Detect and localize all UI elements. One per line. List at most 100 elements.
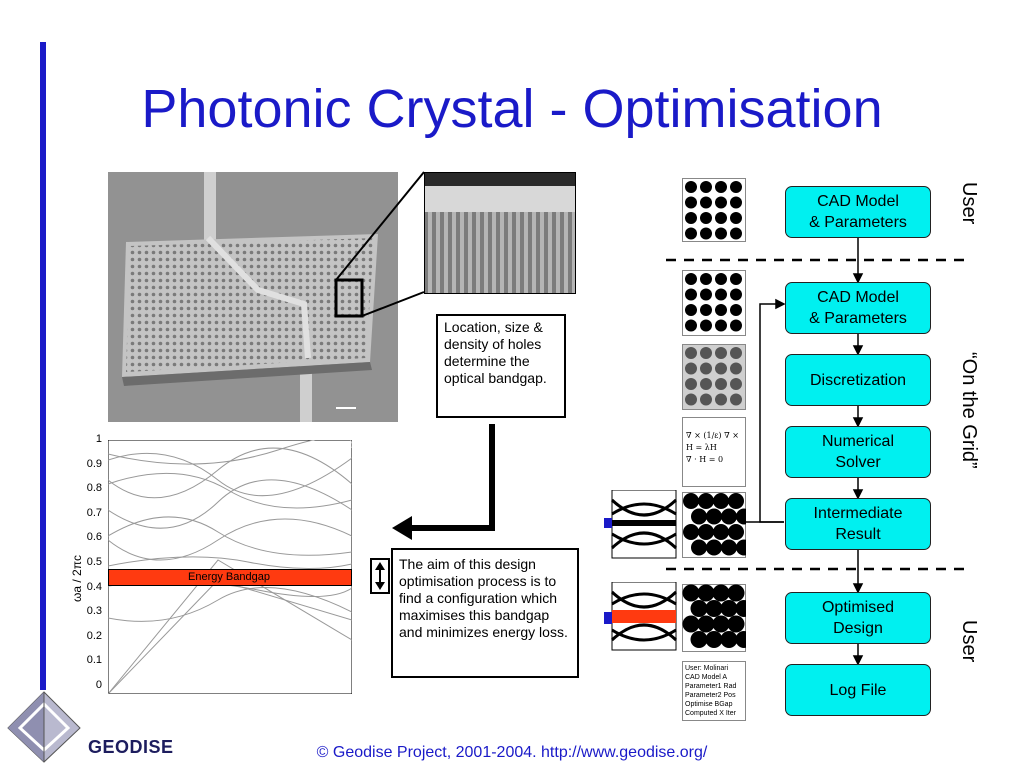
- y-tick-label: 1: [95, 433, 102, 445]
- log-line: Computed X Iter: [685, 710, 736, 717]
- lattice-hole: [720, 631, 738, 648]
- lattice-hole: [683, 493, 699, 509]
- lattice-hole: [730, 347, 742, 359]
- discretized-mesh-thumbnail: [682, 344, 746, 410]
- lattice-hole: [715, 304, 727, 316]
- lattice-hole: [730, 304, 742, 316]
- lattice-hole: [721, 508, 737, 525]
- left-accent-bar: [40, 42, 46, 690]
- equation-line-1: ∇ × (1/ε) ∇ × H = λH: [686, 431, 739, 452]
- footer-copyright-link[interactable]: © Geodise Project, 2001-2004. http://www…: [316, 744, 708, 761]
- lattice-hole: [715, 273, 727, 285]
- lattice-hole: [730, 378, 742, 390]
- pillar-stripe: [476, 212, 480, 294]
- optimised-band-thumbnail: [604, 582, 678, 651]
- pillar-stripe: [532, 212, 536, 294]
- lattice-hole: [685, 362, 697, 375]
- log-line: User: Molinari: [685, 665, 729, 672]
- y-tick-label: 0.3: [86, 605, 102, 618]
- lattice-hole: [730, 181, 742, 193]
- lattice-hole: [700, 196, 712, 209]
- band-curve: [108, 447, 352, 499]
- pillar-stripe: [492, 212, 496, 294]
- lattice-hole: [700, 288, 712, 301]
- workflow-step-box: Numerical Solver: [785, 426, 931, 478]
- y-tick-label: 0.1: [86, 654, 102, 667]
- band-curve: [108, 587, 352, 622]
- lattice-hole: [700, 362, 712, 375]
- equation-line-2: ∇ · H = 0: [686, 455, 724, 464]
- intermediate-band-thumbnail: [604, 490, 678, 559]
- lattice-hole: [700, 304, 712, 316]
- lattice-hole: [721, 539, 737, 556]
- lattice-hole: [691, 539, 707, 556]
- lattice-hole: [691, 508, 707, 525]
- lattice-hole: [730, 362, 742, 375]
- lattice-hole: [685, 304, 697, 316]
- lattice-hole: [697, 615, 715, 633]
- pillar-stripe: [428, 212, 432, 294]
- pillar-stripe: [572, 212, 576, 294]
- y-tick-label: 0.5: [86, 556, 102, 568]
- lattice-hole: [683, 524, 699, 540]
- lattice-hole: [715, 196, 727, 209]
- log-line: Parameter2 Pos: [685, 692, 736, 699]
- pillar-stripe: [556, 212, 560, 294]
- band-curve: [108, 452, 352, 497]
- lattice-hole: [715, 212, 727, 224]
- workflow-step-box: CAD Model & Parameters: [785, 186, 931, 238]
- slide-title: Photonic Crystal - Optimisation: [141, 79, 883, 139]
- lattice-hole: [697, 584, 715, 602]
- sem-zoom-inset: [424, 172, 576, 294]
- geodise-logo-icon: [7, 691, 81, 763]
- lattice-hole: [685, 181, 697, 193]
- lattice-hole: [736, 508, 746, 525]
- lattice-hole: [700, 181, 712, 193]
- lattice-hole: [730, 273, 742, 285]
- lattice-hole: [715, 362, 727, 375]
- pillar-stripe: [468, 212, 472, 294]
- pillar-stripe: [460, 212, 464, 294]
- lattice-hole: [685, 347, 697, 359]
- lattice-hole: [706, 508, 722, 525]
- band-curve: [108, 559, 352, 694]
- lattice-hole: [715, 347, 727, 359]
- energy-bandgap-bar: [108, 569, 352, 586]
- pillar-stripe: [540, 212, 544, 294]
- workflow-step-box: Optimised Design: [785, 592, 931, 644]
- lattice-hole: [700, 319, 712, 332]
- lattice-hole: [685, 288, 697, 301]
- lattice-hole: [730, 393, 742, 406]
- pillar-stripe: [564, 212, 568, 294]
- y-tick-label: 0.6: [86, 531, 102, 544]
- lattice-hole: [715, 181, 727, 193]
- lattice-hole: [730, 212, 742, 224]
- lattice-hole: [730, 227, 742, 240]
- lattice-hole: [685, 196, 697, 209]
- energy-bandgap-label: Energy Bandgap: [188, 571, 270, 583]
- pillar-stripe: [452, 212, 456, 294]
- lattice-hole: [685, 273, 697, 285]
- y-tick-label: 0: [95, 679, 102, 691]
- user-label-bottom: User: [958, 620, 980, 663]
- lattice-hole: [705, 600, 723, 617]
- log-line: Optimise BGap: [685, 701, 733, 708]
- lattice-hole: [735, 631, 746, 648]
- pillar-stripe: [500, 212, 504, 294]
- lattice-hole: [735, 600, 746, 617]
- y-tick-label: 0.7: [86, 506, 102, 519]
- lattice-hole: [730, 288, 742, 301]
- maxwell-equation-thumbnail: ∇ × (1/ε) ∇ × H = λH ∇ · H = 0: [682, 417, 746, 487]
- band-structure-plot: [108, 440, 352, 694]
- intermediate-lattice-thumbnail: [682, 492, 746, 558]
- holes-caption-box: Location, size & density of holes determ…: [436, 314, 566, 418]
- on-the-grid-label: “On the Grid”: [958, 352, 980, 469]
- lattice-hole: [700, 212, 712, 224]
- pillar-stripe: [444, 212, 448, 294]
- lattice-hole: [690, 631, 708, 648]
- lattice-hole: [715, 319, 727, 332]
- lattice-hole: [685, 378, 697, 390]
- aim-caption-box: The aim of this design optimisation proc…: [391, 548, 579, 678]
- workflow-step-box: Log File: [785, 664, 931, 716]
